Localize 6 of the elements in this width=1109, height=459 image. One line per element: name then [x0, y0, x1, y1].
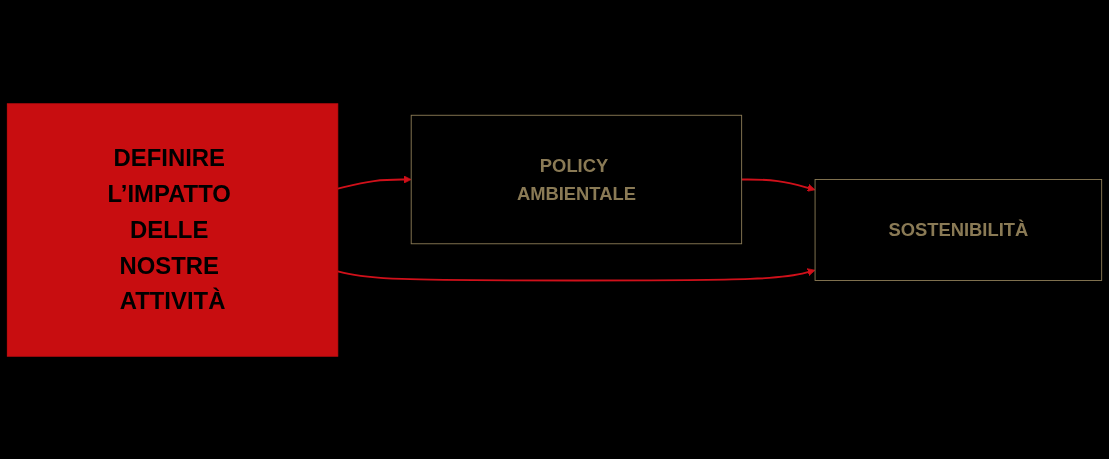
node-box: SOSTENIBILITÀ — [814, 178, 1103, 281]
node-box: POLICY AMBIENTALE — [410, 114, 743, 244]
arrow — [336, 267, 816, 281]
arrow — [336, 175, 412, 190]
node-box: DEFINIRE L’IMPATTO DELLE NOSTRE ATTIVITÀ — [6, 102, 339, 357]
arrow — [740, 178, 816, 192]
